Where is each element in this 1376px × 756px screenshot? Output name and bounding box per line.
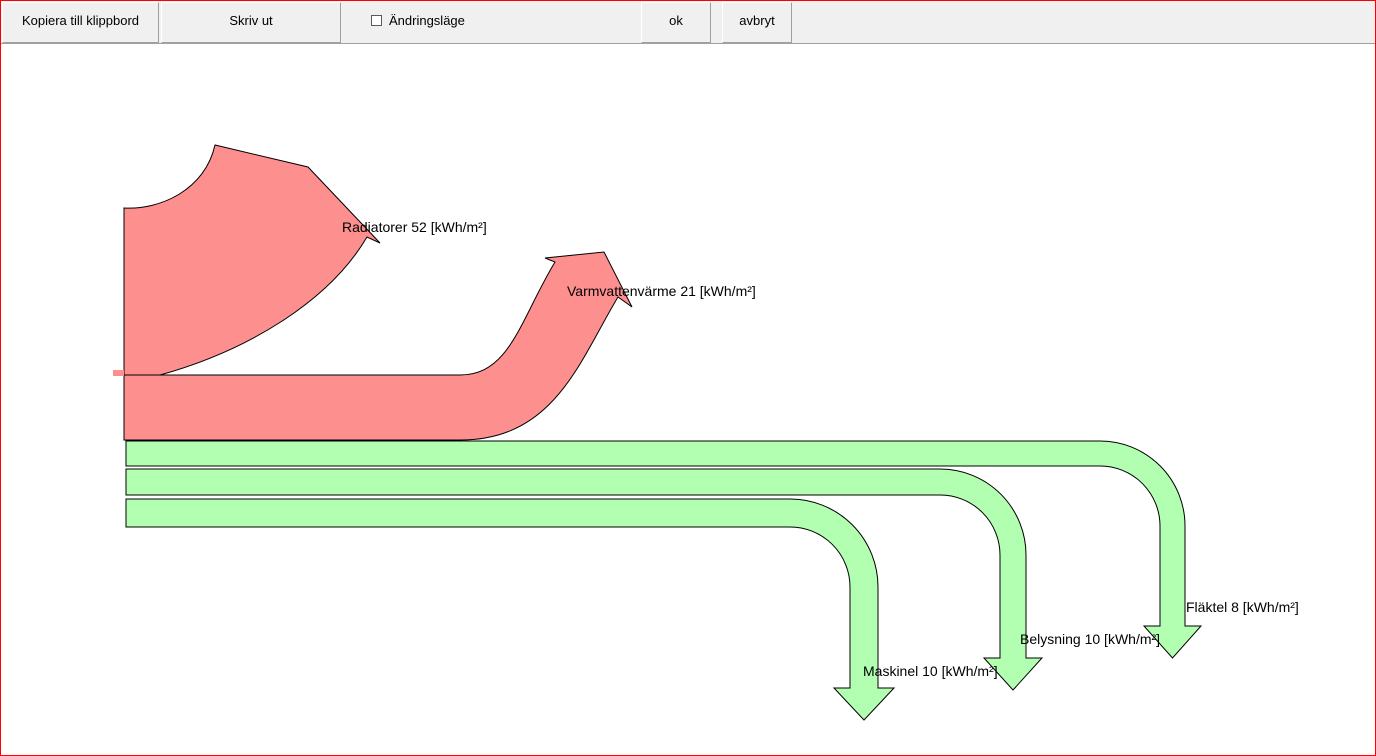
flow-arrow-radiatorer	[123, 144, 381, 376]
flow-label-varmvattenvarme: Varmvattenvärme 21 [kWh/m²]	[567, 283, 756, 299]
ok-button[interactable]: ok	[641, 2, 711, 43]
print-button[interactable]: Skriv ut	[161, 2, 341, 43]
copy-to-clipboard-button[interactable]: Kopiera till klippbord	[2, 2, 159, 43]
edit-mode-checkbox[interactable]: Ändringsläge	[343, 2, 639, 43]
flow-label-maskinel: Maskinel 10 [kWh/m²]	[863, 663, 998, 679]
toolbar: Kopiera till klippbord Skriv ut Ändrings…	[1, 1, 1375, 44]
flow-arrow-varmvattenvarme	[123, 251, 633, 441]
edit-mode-label: Ändringsläge	[389, 13, 465, 28]
flow-label-radiatorer: Radiatorer 52 [kWh/m²]	[342, 219, 487, 235]
source-stub	[113, 370, 124, 376]
checkbox-icon[interactable]	[371, 15, 382, 26]
flow-label-belysning: Belysning 10 [kWh/m²]	[1020, 631, 1160, 647]
flow-arrow-belysning	[125, 468, 1044, 691]
flow-arrow-flaktel	[125, 440, 1203, 659]
flow-label-flaktel: Fläktel 8 [kWh/m²]	[1186, 599, 1299, 615]
cancel-button[interactable]: avbryt	[722, 2, 792, 43]
flow-arrow-maskinel	[125, 498, 896, 721]
